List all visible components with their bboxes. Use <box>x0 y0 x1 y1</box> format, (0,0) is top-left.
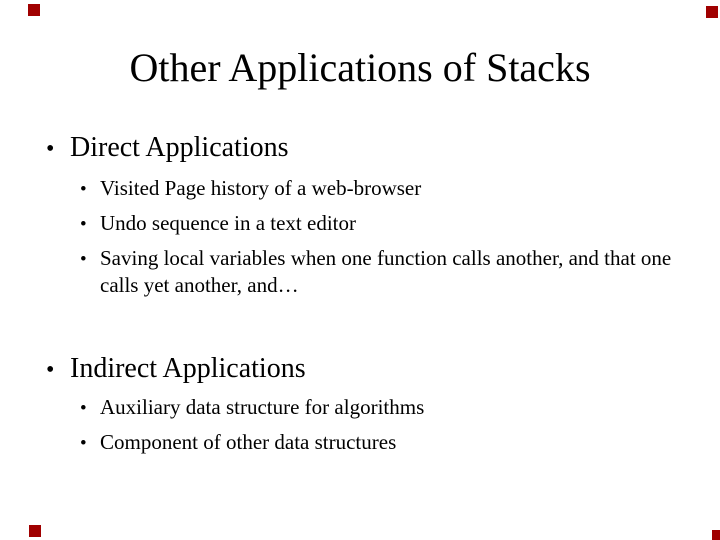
list-item-text: Component of other data structures <box>100 430 397 454</box>
corner-marker-bottom-right <box>712 530 720 540</box>
list-item-text: Saving local variables when one function… <box>100 246 672 297</box>
list-item: • Visited Page history of a web-browser <box>0 175 720 203</box>
section-heading: Direct Applications <box>70 132 289 163</box>
slide-title: Other Applications of Stacks <box>129 45 591 90</box>
list-item: • Saving local variables when one functi… <box>0 245 720 299</box>
bullet-icon: • <box>80 214 87 235</box>
list-item-heading: • Direct Applications <box>0 132 720 165</box>
sub-list: • Visited Page history of a web-browser … <box>0 175 720 299</box>
list-item: • Auxiliary data structure for algorithm… <box>0 394 720 422</box>
section-indirect-applications: • Indirect Applications • Auxiliary data… <box>0 353 720 457</box>
list-item: • Component of other data structures <box>0 429 720 457</box>
list-item: • Undo sequence in a text editor <box>0 210 720 238</box>
corner-marker-top-left <box>28 4 40 16</box>
list-item-text: Undo sequence in a text editor <box>100 211 356 235</box>
list-item-text: Visited Page history of a web-browser <box>100 176 422 200</box>
bullet-icon: • <box>80 179 87 200</box>
list-item-heading: • Indirect Applications <box>0 353 720 386</box>
bullet-icon: • <box>80 398 87 419</box>
corner-marker-top-right <box>706 6 718 18</box>
section-direct-applications: • Direct Applications • Visited Page his… <box>0 132 720 299</box>
list-item-text: Auxiliary data structure for algorithms <box>100 395 425 419</box>
corner-marker-bottom-left <box>29 525 41 537</box>
bullet-icon: • <box>46 357 55 383</box>
section-heading: Indirect Applications <box>70 353 306 384</box>
sub-list: • Auxiliary data structure for algorithm… <box>0 394 720 457</box>
bullet-icon: • <box>46 136 55 162</box>
bullet-icon: • <box>80 433 87 454</box>
bullet-icon: • <box>80 249 87 270</box>
